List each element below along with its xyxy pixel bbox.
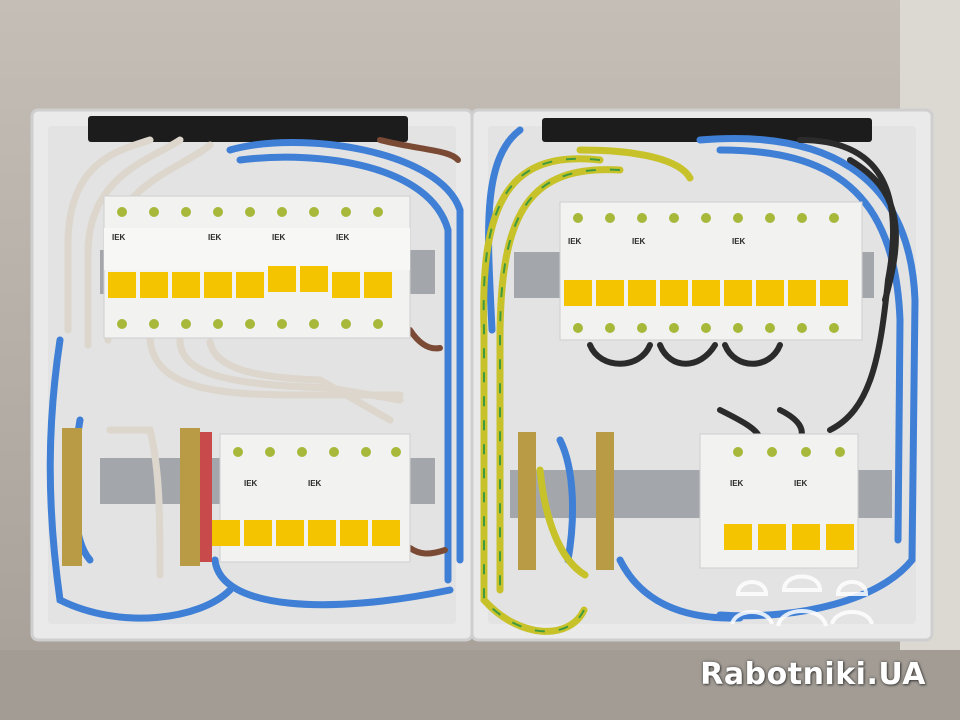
svg-text:IEK: IEK [336,233,350,242]
right-top-busbar-holder [542,118,872,142]
breaker-levers [108,266,392,298]
terminal-screws-bottom [117,319,383,329]
brown-wires-left [377,137,461,557]
left-bottom-breaker-row [212,433,411,563]
breaker-brand-marks: IEK IEK IEK IEK IEK IEK IEK IEK IEK IEK … [112,233,808,488]
svg-text:IEK: IEK [730,479,744,488]
svg-text:IEK: IEK [208,233,222,242]
svg-text:IEK: IEK [732,237,746,246]
svg-text:IEK: IEK [272,233,286,242]
right-top-breaker-row [559,201,863,341]
svg-text:IEK: IEK [112,233,126,242]
right-busbars [518,432,614,570]
left-neutral-busbars [62,428,212,566]
svg-text:IEK: IEK [308,479,322,488]
svg-text:IEK: IEK [244,479,258,488]
watermark-text: Rabotniki.UA [700,657,926,692]
terminal-screws-top [117,207,383,217]
left-top-busbar-holder [88,116,408,142]
left-top-breaker-row [103,195,411,339]
watermark-logo-icon [730,574,874,627]
floor-strip [0,650,960,720]
svg-text:IEK: IEK [568,237,582,246]
earth-wire-stripes [482,157,621,633]
svg-text:IEK: IEK [794,479,808,488]
right-bottom-breaker-row [699,433,859,569]
svg-text:IEK: IEK [632,237,646,246]
